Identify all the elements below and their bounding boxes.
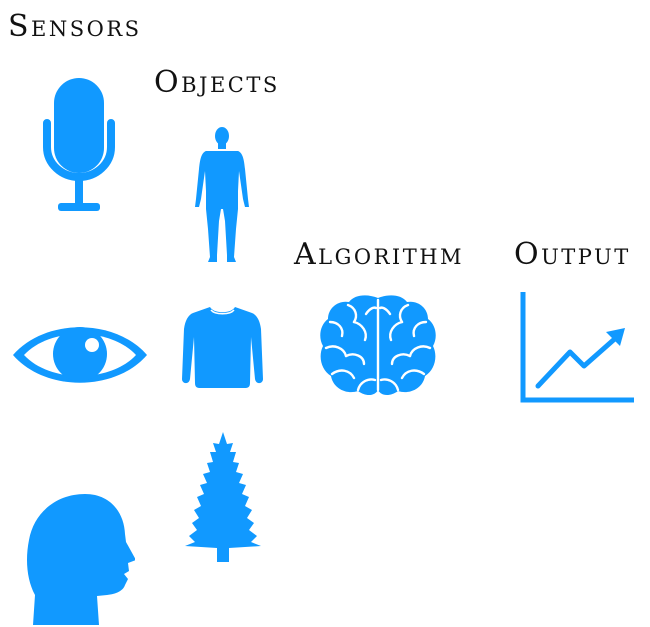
algorithm-heading: Algorithm <box>294 237 465 272</box>
head-icon <box>27 494 135 625</box>
objects-heading: Objects <box>154 65 280 100</box>
sweater-icon <box>182 307 263 388</box>
sensors-heading: Sensors <box>8 9 142 44</box>
output-heading: Output <box>514 237 631 272</box>
chart-icon <box>520 292 634 403</box>
eye-icon <box>13 327 147 383</box>
microphone-icon <box>43 78 115 211</box>
brain-icon <box>320 295 436 396</box>
person-icon <box>195 127 249 262</box>
tree-icon <box>185 432 261 562</box>
